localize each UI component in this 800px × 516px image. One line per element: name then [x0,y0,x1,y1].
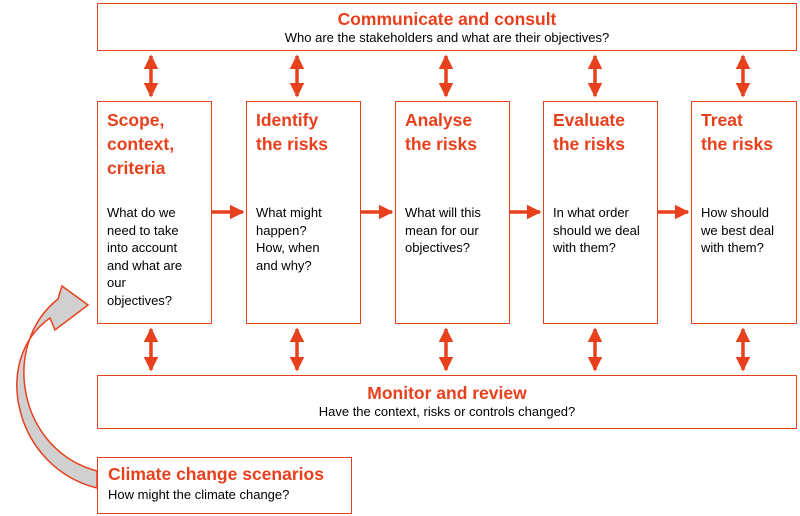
stage-analyse-title: Analyse the risks [405,110,477,154]
climate-scenarios-box: Climate change scenarios How might the c… [97,457,352,514]
stage-scope-box: Scope, context, criteria What do we need… [97,101,212,324]
stage-analyse-box: Analyse the risks What will this mean fo… [395,101,510,324]
curved-feedback-arrow [16,284,98,489]
stage-evaluate-title: Evaluate the risks [553,110,625,154]
stage-evaluate-question: In what order should we deal with them? [553,205,640,255]
stage-identify-question: What might happen? How, when and why? [256,205,322,273]
stage-scope-title: Scope, context, criteria [107,110,175,178]
monitor-subtitle: Have the context, risks or controls chan… [318,404,576,419]
communicate-consult-box: Communicate and consult Who are the stak… [97,3,797,51]
stage-analyse-question: What will this mean for our objectives? [405,205,481,255]
stage-evaluate-box: Evaluate the risks In what order should … [543,101,658,324]
stage-identify-box: Identify the risks What might happen? Ho… [246,101,361,324]
stage-identify-title: Identify the risks [256,110,328,154]
climate-subtitle: How might the climate change? [108,487,290,502]
communicate-subtitle: Who are the stakeholders and what are th… [284,30,610,45]
stage-scope-question: What do we need to take into account and… [107,205,183,308]
monitor-review-box: Monitor and review Have the context, ris… [97,375,797,429]
stage-treat-title: Treat the risks [701,110,773,154]
stage-treat-box: Treat the risks How should we best deal … [691,101,797,324]
stage-treat-question: How should we best deal with them? [701,205,774,255]
communicate-title: Communicate and consult [337,9,557,29]
monitor-title: Monitor and review [367,383,527,403]
climate-title: Climate change scenarios [108,464,324,484]
